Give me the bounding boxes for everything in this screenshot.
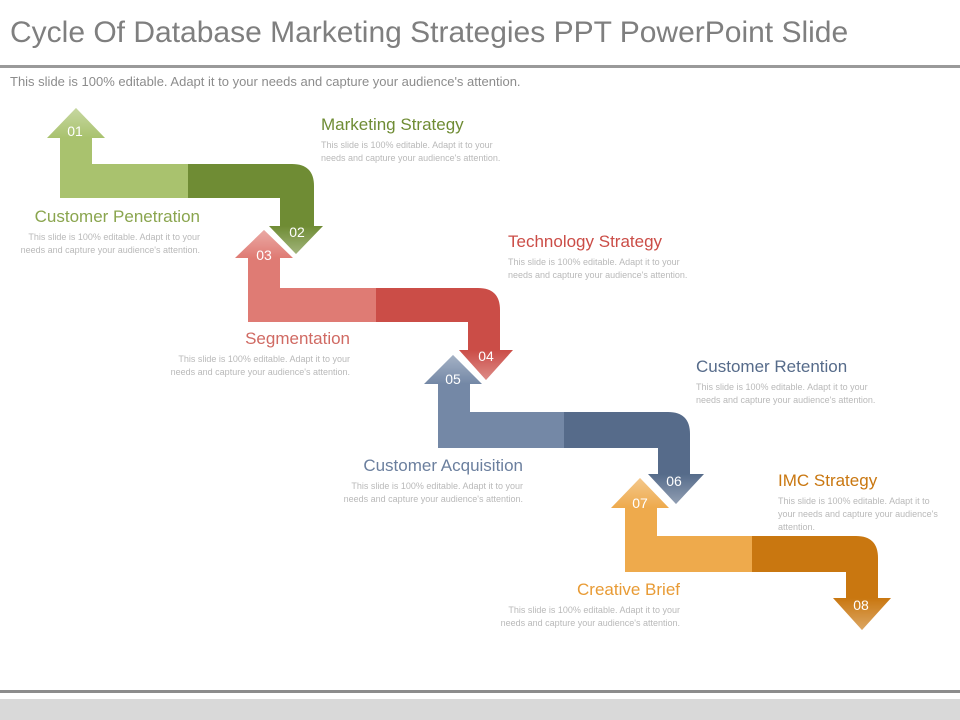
stage-description: This slide is 100% editable. Adapt it to… xyxy=(500,605,680,628)
step-number-08: 08 xyxy=(853,597,869,613)
stage-creative-brief: Creative Brief This slide is 100% editab… xyxy=(490,580,680,630)
stage-description: This slide is 100% editable. Adapt it to… xyxy=(696,382,876,405)
stage-customer-acquisition: Customer Acquisition This slide is 100% … xyxy=(333,456,523,506)
slide-title: Cycle Of Database Marketing Strategies P… xyxy=(10,16,849,49)
stage-description: This slide is 100% editable. Adapt it to… xyxy=(343,481,523,504)
stage-title: Segmentation xyxy=(245,329,350,348)
stage-title: Customer Retention xyxy=(696,357,848,376)
stage-description: This slide is 100% editable. Adapt it to… xyxy=(508,257,688,280)
stage-customer-penetration: Customer Penetration This slide is 100% … xyxy=(10,207,200,257)
step-number-04: 04 xyxy=(478,348,494,364)
stage-title: IMC Strategy xyxy=(778,471,878,490)
arrow-highlight xyxy=(833,598,891,630)
arrow-highlight xyxy=(459,350,513,380)
step-number-07: 07 xyxy=(632,495,648,511)
step-number-03: 03 xyxy=(256,247,272,263)
stage-description: This slide is 100% editable. Adapt it to… xyxy=(20,232,200,255)
stage-imc-strategy: IMC Strategy This slide is 100% editable… xyxy=(778,471,946,534)
footer-band xyxy=(0,699,960,720)
step-number-05: 05 xyxy=(445,371,461,387)
arrow-highlight xyxy=(235,230,293,258)
stage-title: Technology Strategy xyxy=(508,232,663,251)
arrow-highlight xyxy=(424,355,482,384)
slide-subtitle: This slide is 100% editable. Adapt it to… xyxy=(10,74,521,89)
arrow-segment-red xyxy=(235,230,513,380)
stage-title: Customer Acquisition xyxy=(363,456,523,475)
stage-customer-retention: Customer Retention This slide is 100% ed… xyxy=(696,357,886,407)
stage-description: This slide is 100% editable. Adapt it to… xyxy=(321,140,501,163)
arrow-segment-blue xyxy=(424,355,704,504)
step-number-06: 06 xyxy=(666,473,682,489)
arrow-highlight xyxy=(269,226,323,254)
title-divider xyxy=(0,65,960,68)
arrow-highlight xyxy=(47,108,105,138)
stage-title: Customer Penetration xyxy=(34,207,200,226)
footer-divider xyxy=(0,690,960,693)
stage-description: This slide is 100% editable. Adapt it to… xyxy=(778,496,938,532)
stage-title: Creative Brief xyxy=(577,580,680,599)
arrow-highlight xyxy=(648,474,704,504)
stage-title: Marketing Strategy xyxy=(321,115,464,134)
stage-marketing-strategy: Marketing Strategy This slide is 100% ed… xyxy=(321,115,511,165)
stage-description: This slide is 100% editable. Adapt it to… xyxy=(170,354,350,377)
arrow-segment-orange xyxy=(611,478,891,630)
step-number-01: 01 xyxy=(67,123,83,139)
stage-technology-strategy: Technology Strategy This slide is 100% e… xyxy=(508,232,698,282)
step-number-02: 02 xyxy=(289,224,305,240)
arrow-highlight xyxy=(611,478,669,508)
arrow-segment-green xyxy=(47,108,323,254)
stage-segmentation: Segmentation This slide is 100% editable… xyxy=(160,329,350,379)
